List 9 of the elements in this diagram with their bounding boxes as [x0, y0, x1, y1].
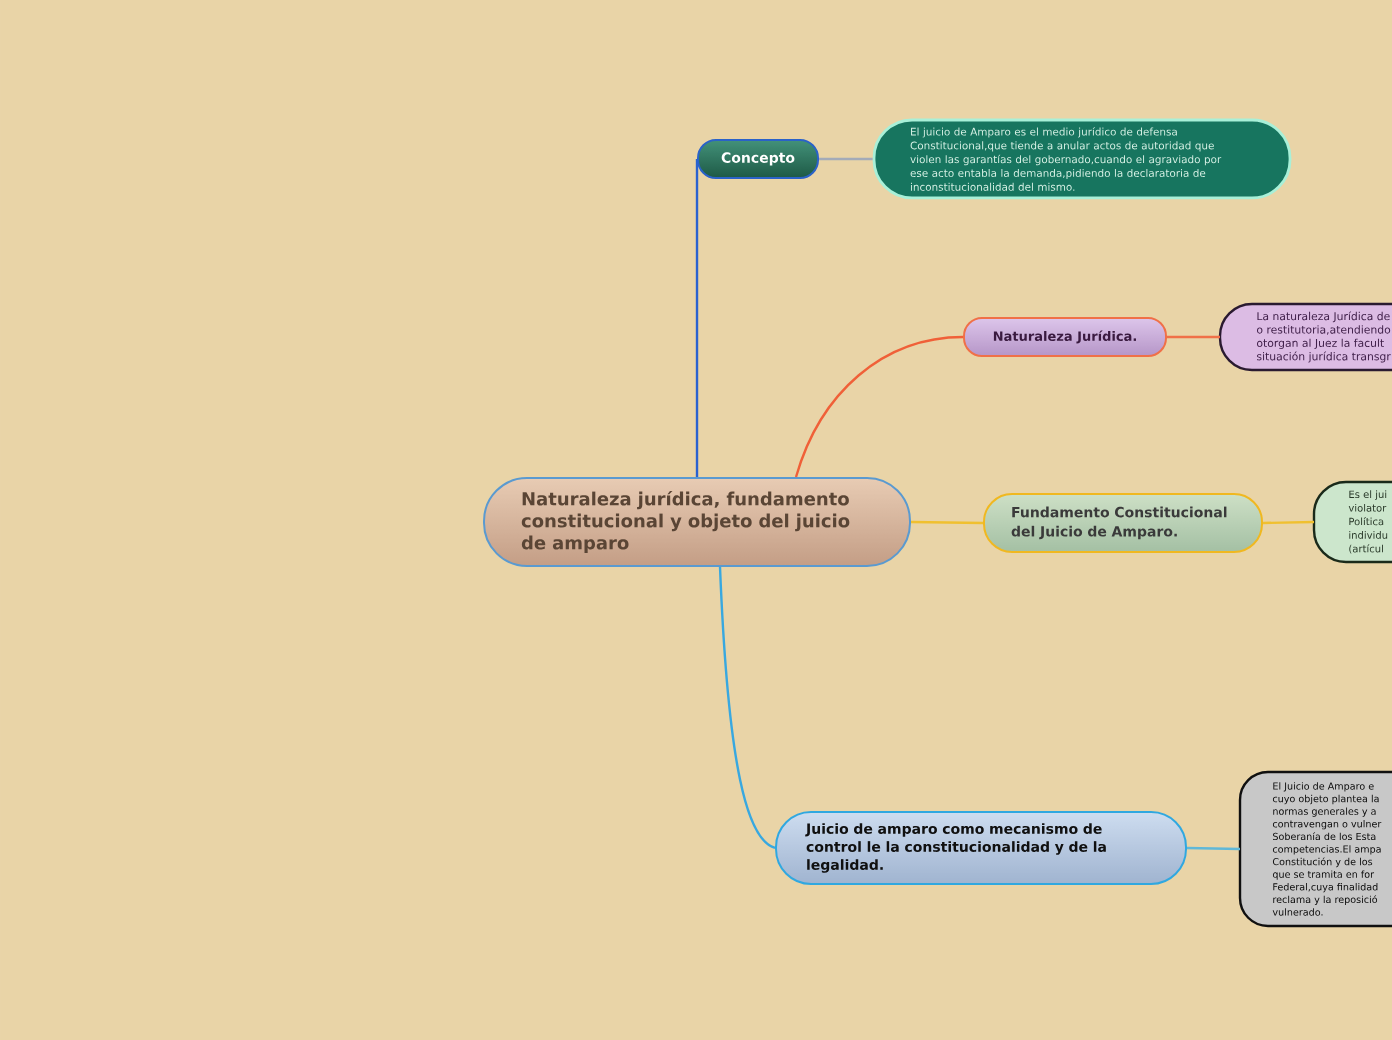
branch-line — [1186, 846, 1241, 851]
branch-line — [695, 158, 699, 477]
branch-line — [1262, 520, 1315, 525]
branch-line — [718, 566, 776, 850]
branch-line — [911, 520, 984, 525]
branch-line — [794, 335, 964, 478]
branch-line — [1167, 335, 1220, 339]
branch-line — [819, 157, 873, 161]
central-topic-box: Naturaleza jurídica, fundamento constitucional y objeto del juicio de amparo — [483, 476, 911, 567]
